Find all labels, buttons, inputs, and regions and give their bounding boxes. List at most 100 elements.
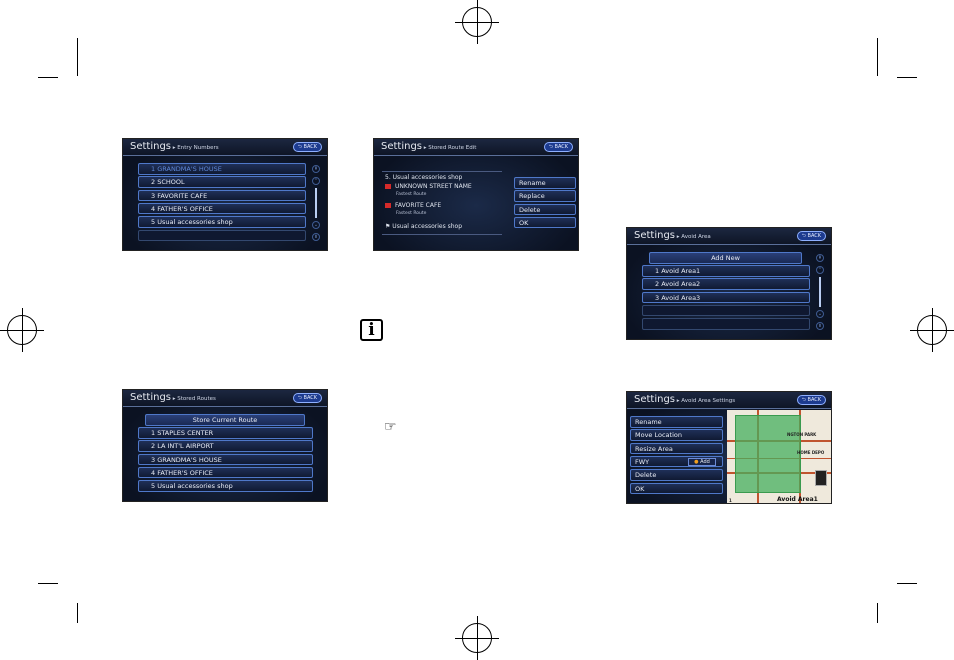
waypoint: FAVORITE CAFE xyxy=(385,202,441,209)
route-condition: Fastest Route xyxy=(396,192,427,197)
stored-route-edit-screen: Settings ▸ Stored Route Edit ⮌ BACK 5. Usu… xyxy=(373,138,579,251)
back-button[interactable]: ⮌ BACK xyxy=(797,231,826,241)
flag-icon xyxy=(385,203,391,208)
list-item[interactable]: 1 Avoid Area1 xyxy=(642,265,810,277)
screen-header: Settings ▸ Stored Route Edit ⮌ BACK xyxy=(374,139,578,156)
rename-button[interactable]: Rename xyxy=(630,416,723,428)
crop-mark xyxy=(38,583,58,584)
divider xyxy=(382,171,502,172)
pointing-hand-icon: ☞ xyxy=(384,419,397,435)
indicator-icon: ● xyxy=(694,458,701,465)
title-text: Settings xyxy=(634,230,676,241)
fwy-add-toggle[interactable]: ● Add xyxy=(688,457,716,466)
screen-title: Settings ▸ Stored Routes xyxy=(130,392,216,403)
list-item[interactable]: 4 FATHER'S OFFICE xyxy=(138,202,306,215)
back-button[interactable]: ⮌ BACK xyxy=(797,395,826,405)
list-item[interactable]: 3 FAVORITE CAFE xyxy=(138,189,306,202)
delete-button[interactable]: Delete xyxy=(630,469,723,481)
compass-icon[interactable] xyxy=(815,470,827,486)
screen-title: Settings ▸ Avoid Area xyxy=(634,230,711,241)
add-new-button[interactable]: Add New xyxy=(649,252,802,264)
delete-button[interactable]: Delete xyxy=(514,203,576,216)
list-item[interactable]: 1 STAPLES CENTER xyxy=(138,427,313,439)
waypoint: UNKNOWN STREET NAME xyxy=(385,183,472,190)
entry-numbers-screen: Settings ▸ Entry Numbers ⮌ BACK 1 GRANDMA'… xyxy=(122,138,328,251)
route-condition: Fastest Route xyxy=(396,211,427,216)
list-item[interactable]: 1 GRANDMA'S HOUSE xyxy=(138,163,306,175)
page-down-button[interactable]: ⇟ xyxy=(816,322,824,330)
breadcrumb: ▸ Entry Numbers xyxy=(171,145,219,151)
page-up-button[interactable]: ⇞ xyxy=(816,254,824,262)
crop-mark xyxy=(77,603,78,623)
fwy-button[interactable]: FWY xyxy=(630,455,723,468)
scroll-down-button[interactable]: ⌄ xyxy=(312,221,320,229)
list-item[interactable]: 5 Usual accessories shop xyxy=(138,216,306,228)
scrollbar-thumb[interactable] xyxy=(315,188,317,218)
page-up-button[interactable]: ⇞ xyxy=(312,165,320,173)
title-text: Settings xyxy=(130,392,172,403)
registration-mark xyxy=(0,308,44,352)
route-name: 5. Usual accessories shop xyxy=(385,174,463,181)
destination: ⚑ Usual accessories shop xyxy=(385,223,463,230)
screen-header: Settings ▸ Avoid Area Settings ⮌ BACK xyxy=(627,392,831,409)
breadcrumb: ▸ Avoid Area xyxy=(675,234,711,240)
info-icon: i xyxy=(360,319,383,341)
crop-mark xyxy=(77,38,78,76)
breadcrumb: ▸ Stored Route Edit xyxy=(422,145,477,151)
crop-mark xyxy=(897,583,917,584)
screen-title: Settings ▸ Entry Numbers xyxy=(130,141,219,152)
list-item[interactable]: 2 Avoid Area2 xyxy=(642,278,810,290)
breadcrumb: ▸ Avoid Area Settings xyxy=(675,398,736,404)
back-button[interactable]: ⮌ BACK xyxy=(544,142,573,152)
replace-button[interactable]: Replace xyxy=(514,190,576,202)
move-location-button[interactable]: Move Location xyxy=(630,429,723,441)
page-down-button[interactable]: ⇟ xyxy=(312,233,320,241)
store-current-route-button[interactable]: Store Current Route xyxy=(145,414,305,426)
flag-icon xyxy=(385,184,391,189)
avoid-area-settings-screen: Settings ▸ Avoid Area Settings ⮌ BACK NGTO… xyxy=(626,391,832,504)
ok-button[interactable]: OK xyxy=(630,482,723,494)
screen-title: Settings ▸ Stored Route Edit xyxy=(381,141,476,152)
registration-mark xyxy=(455,0,499,44)
screen-header: Settings ▸ Entry Numbers ⮌ BACK xyxy=(123,139,327,156)
list-item[interactable]: 2 LA INT'L AIRPORT xyxy=(138,440,313,452)
avoid-area-region[interactable] xyxy=(735,415,801,493)
back-button[interactable]: ⮌ BACK xyxy=(293,393,322,403)
title-text: Settings xyxy=(381,141,423,152)
map-label: NGTON PARK xyxy=(787,432,817,437)
stored-routes-screen: Settings ▸ Stored Routes ⮌ BACK Store Curr… xyxy=(122,389,328,502)
list-item[interactable]: 4 FATHER'S OFFICE xyxy=(138,466,313,479)
ok-button[interactable]: OK xyxy=(514,216,576,229)
scrollbar-thumb[interactable] xyxy=(819,277,821,307)
scroll-up-button[interactable]: ⌃ xyxy=(816,266,824,274)
checkered-flag-icon: ⚑ xyxy=(385,223,393,230)
resize-area-button[interactable]: Resize Area xyxy=(630,442,723,455)
crop-mark xyxy=(877,38,878,76)
title-text: Settings xyxy=(634,394,676,405)
map-label: HOME DEPO xyxy=(797,450,825,455)
list-item[interactable]: 3 Avoid Area3 xyxy=(642,291,810,304)
crop-mark xyxy=(38,77,58,78)
divider xyxy=(382,234,502,235)
registration-mark xyxy=(910,308,954,352)
breadcrumb: ▸ Stored Routes xyxy=(171,396,216,402)
rename-button[interactable]: Rename xyxy=(514,177,576,189)
scroll-up-button[interactable]: ⌃ xyxy=(312,177,320,185)
registration-mark xyxy=(455,616,499,660)
list-item[interactable]: 3 GRANDMA'S HOUSE xyxy=(138,453,313,466)
map-label: 1 xyxy=(729,498,732,503)
list-item[interactable]: 5 Usual accessories shop xyxy=(138,480,313,492)
list-item[interactable]: 2 SCHOOL xyxy=(138,176,306,188)
scroll-down-button[interactable]: ⌄ xyxy=(816,310,824,318)
screen-header: Settings ▸ Avoid Area ⮌ BACK xyxy=(627,228,831,245)
crop-mark xyxy=(897,77,917,78)
title-text: Settings xyxy=(130,141,172,152)
crop-mark xyxy=(877,603,878,623)
empty-list-slot xyxy=(138,229,306,241)
screen-header: Settings ▸ Stored Routes ⮌ BACK xyxy=(123,390,327,407)
back-button[interactable]: ⮌ BACK xyxy=(293,142,322,152)
empty-list-slot xyxy=(642,318,810,330)
screen-title: Settings ▸ Avoid Area Settings xyxy=(634,394,735,405)
